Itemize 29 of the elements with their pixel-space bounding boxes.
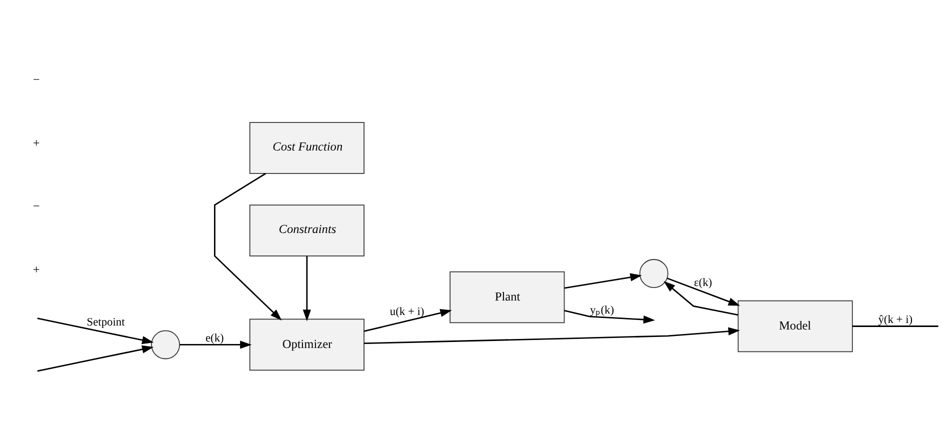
label: − <box>32 199 40 214</box>
node-box: Model <box>738 300 853 352</box>
edge-label: yₚ(k) <box>590 304 614 316</box>
node-box: Cost Function <box>249 122 364 174</box>
connector <box>852 326 938 327</box>
node-box: Optimizer <box>249 318 364 371</box>
edge-label: ŷ(k + i) <box>878 314 913 326</box>
edge-label: ε(k) <box>694 277 712 290</box>
arrow <box>364 309 452 332</box>
arrow <box>564 273 642 289</box>
arrow <box>214 172 282 321</box>
node-box: Plant <box>450 271 565 324</box>
arrow <box>37 318 154 344</box>
node-circle <box>151 330 180 360</box>
arrow <box>666 278 740 306</box>
arrow <box>302 256 311 322</box>
arrow <box>664 281 738 316</box>
arrow <box>564 310 656 324</box>
node-circle <box>639 259 668 288</box>
edge-label: u(k + i) <box>390 306 424 318</box>
label: + <box>32 262 40 276</box>
arrow <box>180 340 252 349</box>
label: − <box>32 72 40 87</box>
node-box: Constraints <box>249 204 364 256</box>
edge-label: e(k) <box>206 332 224 345</box>
edge-label: Setpoint <box>86 316 125 329</box>
arrow <box>364 327 740 344</box>
label: + <box>32 136 40 150</box>
arrow <box>37 345 154 372</box>
